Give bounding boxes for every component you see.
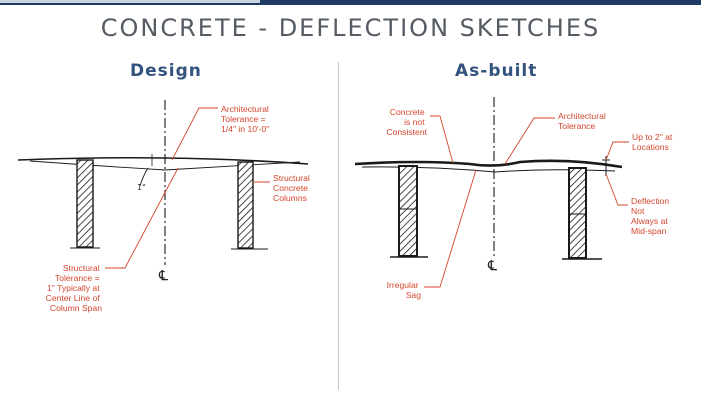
design-architectural-callout: Architectural Tolerance = 1/4" in 10'-0" (221, 104, 271, 134)
asbuilt-architectural-leader (504, 117, 555, 165)
asbuilt-locations-callout: Up to 2" at Locations (632, 132, 675, 152)
design-columns-callout: Structural Concrete Columns (273, 173, 312, 203)
asbuilt-concrete-leader (430, 115, 454, 164)
asbuilt-locations-leader (605, 141, 629, 161)
asbuilt-concrete-callout: Concrete is not Consistent (386, 107, 427, 137)
top-accent-highlight (0, 0, 260, 3)
asbuilt-heading: As-built (455, 61, 538, 81)
panel-divider (338, 62, 339, 390)
design-left-column (76, 159, 94, 248)
asbuilt-deflection-leader (605, 173, 628, 206)
design-structural-callout: Structural Tolerance = 1" Typically at C… (46, 263, 103, 313)
asbuilt-centerline-symbol: ℄ (487, 258, 497, 274)
design-structural-leader (105, 167, 179, 269)
asbuilt-sag-callout: Irregular Sag (387, 280, 422, 300)
design-right-column (237, 161, 254, 249)
asbuilt-right-column (568, 167, 587, 259)
design-dimension-label: 1" (137, 183, 146, 192)
design-slab-sag-line (29, 160, 301, 171)
top-accent-bar (0, 0, 701, 5)
page-title: CONCRETE - DEFLECTION SKETCHES (100, 14, 601, 42)
asbuilt-architectural-callout: Architectural Tolerance (558, 111, 608, 131)
asbuilt-left-column (398, 165, 418, 257)
design-centerline-symbol: ℄ (158, 268, 168, 284)
design-sketch: ℄ 1" Architectural Tolerance = 1/4" in 1… (17, 100, 312, 313)
asbuilt-deflection-callout: Deflection Not Always at Mid-span (631, 196, 672, 236)
design-dimension-arrow (139, 167, 149, 187)
asbuilt-sag-leader (424, 169, 477, 288)
design-architectural-leader (171, 107, 218, 161)
asbuilt-slab-line (354, 159, 623, 169)
design-heading: Design (130, 61, 202, 81)
asbuilt-sketch: ℄ Concrete is not Consistent Architectur… (354, 97, 675, 300)
